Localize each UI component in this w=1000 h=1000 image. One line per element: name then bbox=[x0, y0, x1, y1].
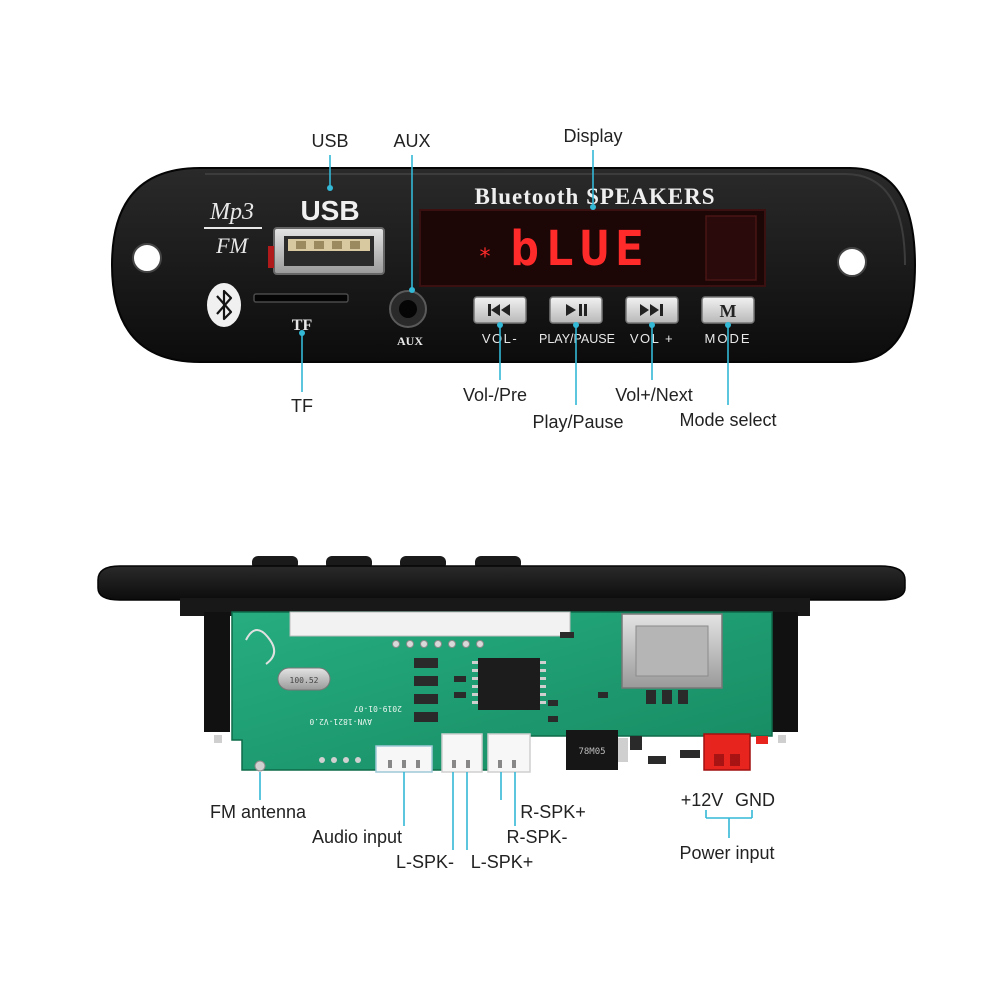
svg-text:M: M bbox=[720, 301, 737, 321]
audio-input-connector[interactable] bbox=[375, 745, 433, 773]
button-label-mode: MODE bbox=[705, 331, 752, 346]
crystal-oscillator: 100.52 bbox=[277, 667, 331, 691]
antenna-wire bbox=[245, 629, 276, 665]
usb-port[interactable] bbox=[268, 227, 385, 275]
button-label-play-pause: PLAY/PAUSE bbox=[539, 332, 615, 346]
regulator-marking: 78M05 bbox=[578, 747, 605, 757]
callout-display: Display bbox=[563, 126, 622, 146]
button-play-pause[interactable] bbox=[549, 296, 603, 324]
callout-power-input: Power input bbox=[679, 843, 774, 863]
button-vol-plus[interactable] bbox=[625, 296, 679, 324]
brand-fm: FM bbox=[215, 233, 249, 258]
smd-components bbox=[454, 632, 700, 764]
silkscreen-date: 2019-01-07 bbox=[354, 704, 402, 713]
tf-card-slot[interactable] bbox=[253, 293, 349, 303]
crystal-marking: 100.52 bbox=[290, 676, 319, 685]
play-pause-icon bbox=[566, 304, 587, 316]
callout-vol-next: Vol+/Next bbox=[615, 385, 693, 405]
callout-tf: TF bbox=[291, 396, 313, 416]
front-panel: Mp3 FM USB TF AUX bbox=[110, 167, 917, 363]
button-vol-minus[interactable] bbox=[473, 296, 527, 324]
previous-track-icon bbox=[488, 304, 510, 316]
callout-gnd: GND bbox=[735, 790, 775, 810]
capacitor bbox=[630, 736, 642, 750]
callout-r-spk-plus: R-SPK+ bbox=[520, 802, 586, 822]
back-callout-lines bbox=[259, 772, 753, 850]
right-speaker-connector[interactable] bbox=[487, 733, 531, 773]
aux-panel-label: AUX bbox=[397, 334, 423, 348]
left-speaker-connector[interactable] bbox=[441, 733, 483, 773]
callout-l-spk-minus: L-SPK- bbox=[396, 852, 454, 872]
inductors bbox=[414, 658, 438, 722]
callout-fm-antenna: FM antenna bbox=[210, 802, 307, 822]
next-track-icon bbox=[640, 304, 663, 316]
display-bluetooth-indicator: * bbox=[478, 245, 491, 270]
callout-audio-input: Audio input bbox=[312, 827, 402, 847]
mounting-hole-right bbox=[837, 247, 867, 277]
back-board: 100.52 bbox=[97, 556, 906, 773]
callout-usb: USB bbox=[311, 131, 348, 151]
callout-vol-pre: Vol-/Pre bbox=[463, 385, 527, 405]
usb-connector-rear bbox=[621, 613, 723, 689]
callout-play-pause: Play/Pause bbox=[532, 412, 623, 432]
mode-m-icon: M bbox=[720, 301, 737, 321]
usb-panel-label: USB bbox=[300, 195, 359, 226]
tf-panel-label: TF bbox=[292, 317, 313, 334]
bluetooth-icon bbox=[207, 283, 241, 327]
power-input-connector[interactable] bbox=[703, 733, 751, 771]
antenna-header-pads bbox=[319, 757, 361, 763]
display-readout: bLUE bbox=[510, 221, 650, 277]
voltage-regulator: 78M05 bbox=[566, 730, 628, 770]
callout-mode-select: Mode select bbox=[679, 410, 776, 430]
amplifier-ic bbox=[472, 658, 546, 710]
header-pins bbox=[392, 640, 484, 648]
callout-plus-12v: +12V bbox=[681, 790, 724, 810]
aux-jack[interactable] bbox=[389, 290, 427, 328]
front-callout-lines bbox=[301, 150, 729, 405]
fm-antenna-pad bbox=[254, 760, 266, 772]
mounting-hole-left bbox=[132, 243, 162, 273]
callout-r-spk-minus: R-SPK- bbox=[506, 827, 567, 847]
brand-mp3: Mp3 bbox=[209, 199, 254, 225]
callout-l-spk-plus: L-SPK+ bbox=[471, 852, 534, 872]
silkscreen-version: AVN-1821-V2.0 bbox=[309, 717, 372, 726]
led-display: * bLUE bbox=[419, 209, 766, 287]
callout-aux: AUX bbox=[393, 131, 430, 151]
button-mode[interactable]: M bbox=[701, 296, 755, 324]
front-callout-dots bbox=[299, 185, 731, 336]
